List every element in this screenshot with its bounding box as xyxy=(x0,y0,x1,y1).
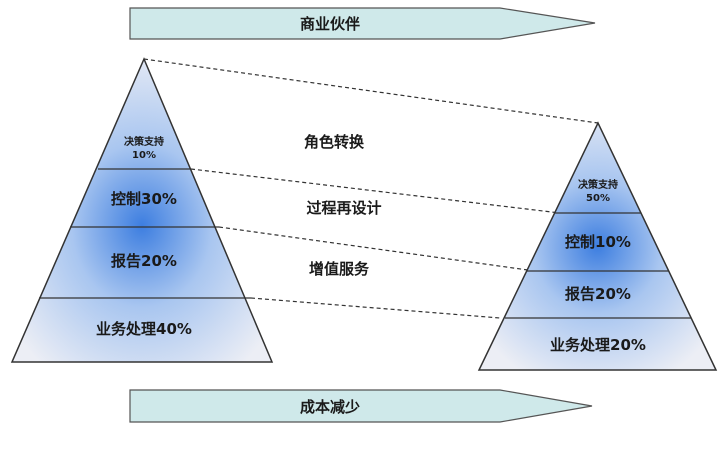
right-layer-1-value: 50% xyxy=(586,193,610,204)
right-layer-1-label: 决策支持 xyxy=(578,178,618,191)
left-layer-2-label: 控制30% xyxy=(111,190,177,208)
right-layer-2-label: 控制10% xyxy=(565,233,631,251)
bottom-arrow-label: 成本减少 xyxy=(300,398,360,416)
top-arrow-shape xyxy=(129,7,596,40)
right-pyramid-body xyxy=(477,121,718,371)
connector-3 xyxy=(250,297,501,319)
right-pyramid: 决策支持 50% 控制10% 报告20% 业务处理20% xyxy=(477,121,718,371)
left-layer-4-label: 业务处理40% xyxy=(96,320,192,338)
connector-lines xyxy=(143,58,599,319)
left-pyramid-body xyxy=(10,57,274,363)
left-layer-3-label: 报告20% xyxy=(111,252,177,270)
transition-label-role: 角色转换 xyxy=(304,133,365,151)
transition-labels: 角色转换 过程再设计 增值服务 xyxy=(304,133,382,278)
transition-label-value: 增值服务 xyxy=(309,260,370,278)
left-layer-1-label: 决策支持 xyxy=(124,135,164,148)
right-layer-4-label: 业务处理20% xyxy=(550,336,646,354)
top-arrow-label: 商业伙伴 xyxy=(300,15,360,33)
bottom-arrow: 成本减少 xyxy=(129,389,593,423)
connector-1 xyxy=(190,168,561,214)
connector-2 xyxy=(218,226,536,272)
left-pyramid: 决策支持 10% 控制30% 报告20% 业务处理40% xyxy=(10,57,274,363)
transition-label-process: 过程再设计 xyxy=(306,199,381,217)
connector-apex xyxy=(143,58,599,124)
left-layer-1-value: 10% xyxy=(132,150,156,161)
top-arrow: 商业伙伴 xyxy=(129,7,596,40)
right-layer-3-label: 报告20% xyxy=(565,285,631,303)
bottom-arrow-shape xyxy=(129,389,593,423)
